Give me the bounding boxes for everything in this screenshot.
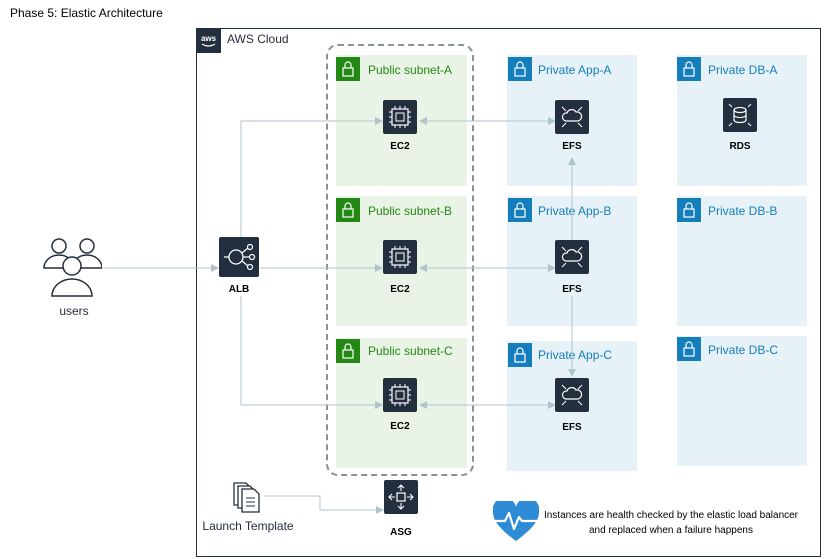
lock-icon bbox=[336, 339, 360, 363]
rds-icon bbox=[723, 98, 757, 132]
diagram-title: Phase 5: Elastic Architecture bbox=[10, 6, 163, 20]
private-db-c-label: Private DB-C bbox=[708, 343, 779, 357]
svg-text:aws: aws bbox=[201, 34, 217, 43]
efs-icon bbox=[555, 378, 589, 412]
lock-icon bbox=[336, 198, 360, 222]
lock-icon bbox=[508, 57, 532, 81]
lock-icon bbox=[508, 198, 532, 222]
efs-c-label: EFS bbox=[562, 422, 582, 433]
aws-logo-icon: aws bbox=[196, 28, 221, 53]
public-subnet-c-label: Public subnet-C bbox=[368, 344, 453, 358]
efs-b-label: EFS bbox=[562, 284, 582, 295]
alb-icon bbox=[219, 237, 259, 277]
ec2-a-label: EC2 bbox=[390, 141, 410, 152]
lock-icon bbox=[508, 343, 532, 367]
users-label: users bbox=[59, 304, 89, 318]
rds-label: RDS bbox=[729, 141, 751, 152]
lock-icon bbox=[336, 57, 360, 81]
efs-a-label: EFS bbox=[562, 141, 582, 152]
public-subnet-b-label: Public subnet-B bbox=[368, 204, 453, 218]
alb-to-ec2-c-line bbox=[240, 296, 383, 409]
private-db-b-label: Private DB-B bbox=[708, 204, 778, 218]
alb-to-ec2-a-line bbox=[240, 117, 383, 240]
ec2-b-label: EC2 bbox=[390, 284, 410, 295]
auto-scaling-group-outline bbox=[326, 44, 474, 476]
users-icon bbox=[40, 234, 103, 298]
launch-template-label: Launch Template bbox=[202, 519, 294, 533]
health-heart-icon bbox=[492, 497, 540, 543]
private-app-c-label: Private App-C bbox=[538, 348, 613, 362]
ec2-c-label: EC2 bbox=[390, 421, 410, 432]
efs-icon bbox=[555, 240, 589, 274]
health-check-note-line-2: and replaced when a failure happens bbox=[588, 525, 753, 536]
ec2-instance-icon bbox=[383, 240, 417, 274]
efs-icon bbox=[555, 100, 589, 134]
asg-label: ASG bbox=[390, 527, 412, 538]
aws-cloud-group bbox=[196, 28, 821, 557]
documents-icon bbox=[231, 480, 265, 514]
health-check-note-line-1: Instances are health checked by the elas… bbox=[543, 510, 799, 521]
ec2-instance-icon bbox=[383, 378, 417, 412]
alb-label: ALB bbox=[228, 284, 250, 295]
aws-cloud-label: AWS Cloud bbox=[227, 32, 289, 46]
asg-icon bbox=[384, 480, 418, 514]
ec2-instance-icon bbox=[383, 100, 417, 134]
lock-icon bbox=[677, 198, 701, 222]
launch-template-to-asg-line bbox=[264, 495, 384, 514]
public-subnet-a-label: Public subnet-A bbox=[368, 63, 453, 77]
private-app-b-label: Private App-B bbox=[538, 204, 612, 218]
private-db-a-label: Private DB-A bbox=[708, 63, 778, 77]
lock-icon bbox=[677, 337, 701, 361]
lock-icon bbox=[677, 57, 701, 81]
private-app-a-label: Private App-A bbox=[538, 63, 612, 77]
